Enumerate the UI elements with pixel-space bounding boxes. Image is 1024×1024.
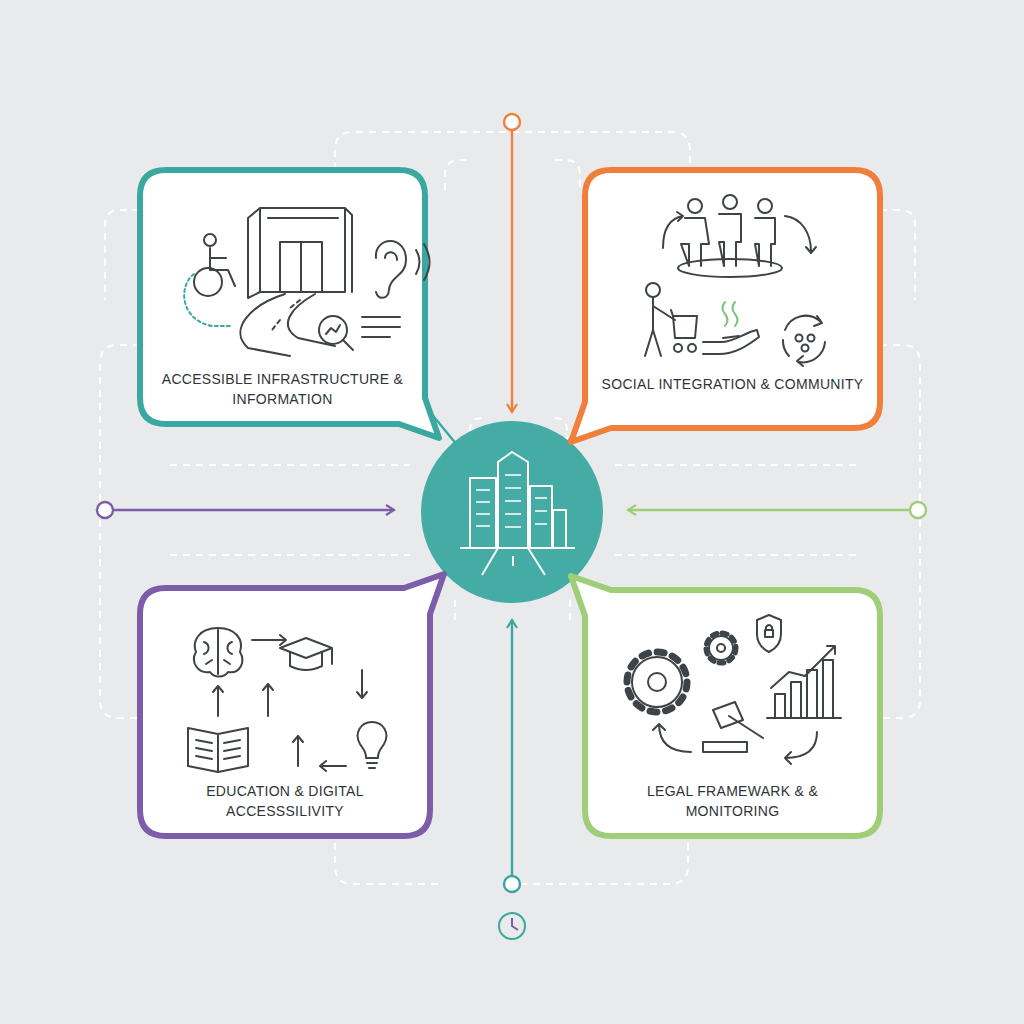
box-text-block: LEGAL FRAMEWARK & & MONITORING xyxy=(599,782,866,821)
box-text-block: ACCESSIBLE INFRASTRUCTURE & INFORMATION xyxy=(154,370,411,409)
speech-bubble-box: EDUCATION & DIGITAL ACCESSSILIVITY xyxy=(140,588,430,836)
speech-bubble-box: SOCIAL INTEGRATION & COMMUNITY xyxy=(585,170,880,428)
box-text-block: EDUCATION & DIGITAL ACCESSSILIVITY xyxy=(154,782,416,821)
clock-icon xyxy=(499,913,525,939)
dashed-guides xyxy=(100,132,920,884)
speech-bubble-box: LEGAL FRAMEWARK & & MONITORING xyxy=(585,590,880,836)
input-arrows xyxy=(97,114,926,892)
bubble-outline xyxy=(585,590,880,836)
box-text-block: SOCIAL INTEGRATION & COMMUNITY xyxy=(599,375,866,395)
box-label: EDUCATION & DIGITAL ACCESSSILIVITY xyxy=(154,782,416,821)
box-label: SOCIAL INTEGRATION & COMMUNITY xyxy=(599,375,866,395)
speech-bubble-box: ACCESSIBLE INFRASTRUCTURE & INFORMATION xyxy=(140,170,425,424)
box-label: LEGAL FRAMEWARK & & MONITORING xyxy=(599,782,866,821)
box-label: ACCESSIBLE INFRASTRUCTURE & INFORMATION xyxy=(154,370,411,409)
